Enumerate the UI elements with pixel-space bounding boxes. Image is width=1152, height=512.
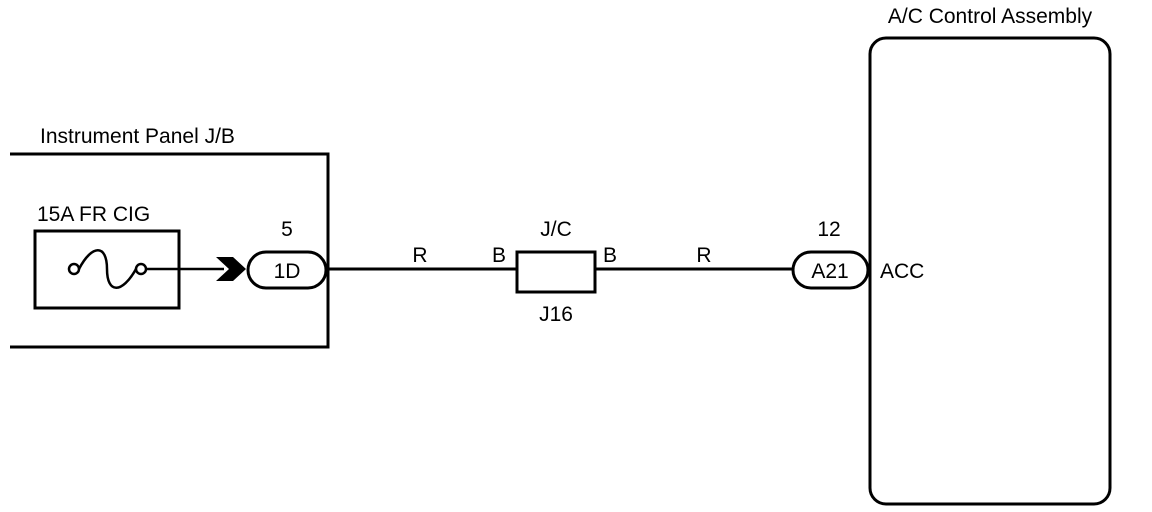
fuse-icon: [67, 249, 148, 289]
terminal-acc: ACC: [880, 260, 924, 283]
fuse-label: 15A FR CIG: [37, 203, 150, 226]
jc-box: [515, 250, 597, 294]
junction-connector-j16: J/C B B J16: [492, 218, 617, 326]
connector-1d: 5 1D: [246, 218, 328, 290]
connector-a21-pin: 12: [817, 218, 840, 241]
connector-a21-shape: [791, 250, 870, 290]
jc-left-pin: B: [492, 244, 506, 267]
wire-right-color: R: [696, 244, 711, 267]
ac-control-label: A/C Control Assembly: [888, 5, 1093, 28]
connector-1d-code: 1D: [274, 260, 301, 283]
jc-bottom-label: J16: [539, 303, 573, 326]
connector-chevron-icon: [216, 257, 246, 281]
instrument-panel-jb: Instrument Panel J/B 15A FR CIG 5 1D: [10, 125, 330, 349]
connector-a21: 12 A21: [791, 218, 870, 290]
jc-right-pin: B: [603, 244, 617, 267]
ac-control-assembly: A/C Control Assembly 12 A21 ACC: [791, 5, 1112, 506]
connector-a21-code: A21: [811, 260, 848, 283]
connector-1d-shape: [246, 250, 328, 290]
jc-top-label: J/C: [540, 218, 572, 241]
connector-1d-pin: 5: [281, 218, 293, 241]
wire-left-color: R: [412, 244, 427, 267]
ac-control-box: [868, 36, 1112, 506]
jb-label: Instrument Panel J/B: [40, 125, 235, 148]
fuse: 15A FR CIG: [33, 203, 181, 310]
jb-outline: [10, 152, 330, 349]
